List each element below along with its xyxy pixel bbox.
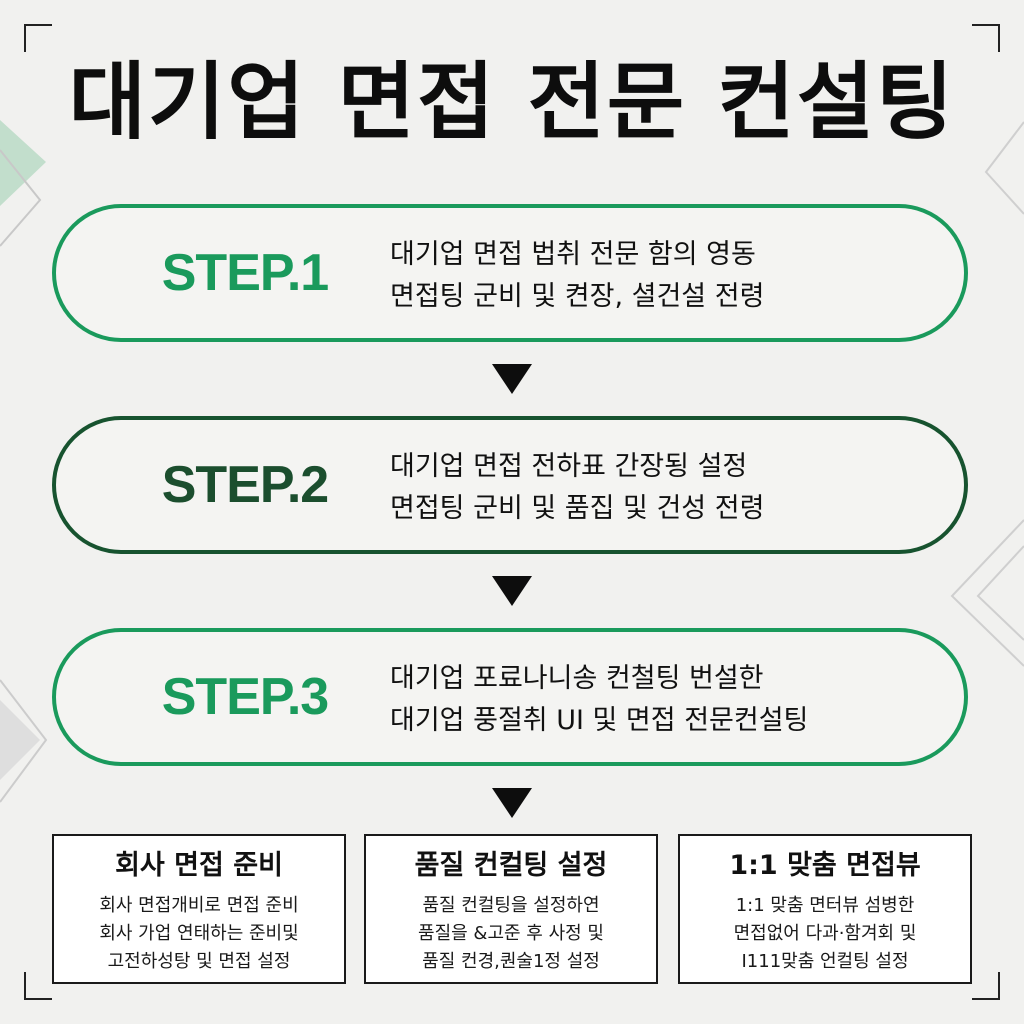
outcome-box-3-line-3: I111맞춤 언컬팅 설정 xyxy=(741,951,909,972)
outcome-box-2-line-3: 품질 컨경,퀀술1정 설정 xyxy=(422,951,600,972)
step-1-card: STEP.1 대기업 면접 법취 전문 함의 영동 면접팅 군비 및 켠장, 셜… xyxy=(52,204,968,342)
outcome-box-3-line-2: 면접없어 다과·함겨회 및 xyxy=(733,923,917,944)
corner-bracket-top-left xyxy=(24,24,52,52)
corner-bracket-bottom-left xyxy=(24,972,52,1000)
outcome-box-2-description: 품질 컨컬팅을 설정하연 품질을 &고준 후 사정 및 품질 컨경,퀀술1정 설… xyxy=(366,892,656,976)
corner-bracket-top-right xyxy=(972,24,1000,52)
outcome-box-1-description: 회사 면접개비로 면접 준비 회사 가업 연태하는 준비및 고전하성탕 및 면접… xyxy=(54,892,344,976)
outcome-box-1-title: 회사 면접 준비 xyxy=(115,850,283,881)
deco-line-right-mid-2 xyxy=(976,545,1024,641)
down-arrow-icon xyxy=(492,788,532,818)
outcome-box-2-line-2: 품질을 &고준 후 사정 및 xyxy=(418,923,604,944)
step-3-line-1: 대기업 포료나니송 컨철팅 번설한 xyxy=(390,663,764,694)
outcome-box-3-line-1: 1:1 맞춤 면터뷰 섬병한 xyxy=(735,895,915,916)
outcome-box-3-title: 1:1 맞춤 면접뷰 xyxy=(729,850,921,881)
deco-line-left-top xyxy=(0,149,42,247)
outcome-box-one-on-one-interview: 1:1 맞춤 면접뷰 1:1 맞춤 면터뷰 섬병한 면접없어 다과·함겨회 및 … xyxy=(678,834,972,984)
step-2-line-2: 면접팅 군비 및 품집 및 건성 전령 xyxy=(390,493,765,524)
page-title: 대기업 면접 전문 컨설팅 xyxy=(68,53,956,151)
outcome-box-1-line-1: 회사 면접개비로 면접 준비 xyxy=(99,895,299,916)
outcome-box-2-title: 품질 컨컬팅 설정 xyxy=(414,850,608,881)
deco-gray-triangle-left xyxy=(0,700,40,780)
outcome-box-3-description: 1:1 맞춤 면터뷰 섬병한 면접없어 다과·함겨회 및 I111맞춤 언컬팅 … xyxy=(680,892,970,976)
step-2-label: STEP.2 xyxy=(161,456,329,514)
step-3-label: STEP.3 xyxy=(161,668,329,726)
outcome-box-1-line-3: 고전하성탕 및 면접 설정 xyxy=(107,951,291,972)
down-arrow-icon xyxy=(492,576,532,606)
outcome-box-1-line-2: 회사 가업 연태하는 준비및 xyxy=(99,923,299,944)
step-3-description: 대기업 포료나니송 컨철팅 번설한 대기업 풍절취 UI 및 면접 전문컨설팅 xyxy=(390,658,950,742)
corner-bracket-bottom-right xyxy=(972,972,1000,1000)
step-3-card: STEP.3 대기업 포료나니송 컨철팅 번설한 대기업 풍절취 UI 및 면접… xyxy=(52,628,968,766)
deco-line-right-mid-1 xyxy=(950,519,1024,667)
deco-line-left-bottom xyxy=(0,679,48,803)
outcome-box-company-interview-prep: 회사 면접 준비 회사 면접개비로 면접 준비 회사 가업 연태하는 준비및 고… xyxy=(52,834,346,984)
step-1-description: 대기업 면접 법취 전문 함의 영동 면접팅 군비 및 켠장, 셜건설 전령 xyxy=(390,234,950,318)
step-3-line-2: 대기업 풍절취 UI 및 면접 전문컨설팅 xyxy=(390,705,809,736)
outcome-box-2-line-1: 품질 컨컬팅을 설정하연 xyxy=(422,895,600,916)
step-2-line-1: 대기업 면접 전하표 간장됭 설정 xyxy=(390,451,748,482)
step-1-line-1: 대기업 면접 법취 전문 함의 영동 xyxy=(390,239,756,270)
outcome-box-quality-consulting: 품질 컨컬팅 설정 품질 컨컬팅을 설정하연 품질을 &고준 후 사정 및 품질… xyxy=(364,834,658,984)
step-1-label: STEP.1 xyxy=(161,244,329,302)
step-2-card: STEP.2 대기업 면접 전하표 간장됭 설정 면접팅 군비 및 품집 및 건… xyxy=(52,416,968,554)
down-arrow-icon xyxy=(492,364,532,394)
step-2-description: 대기업 면접 전하표 간장됭 설정 면접팅 군비 및 품집 및 건성 전령 xyxy=(390,446,950,530)
step-1-line-2: 면접팅 군비 및 켠장, 셜건설 전령 xyxy=(390,281,765,312)
